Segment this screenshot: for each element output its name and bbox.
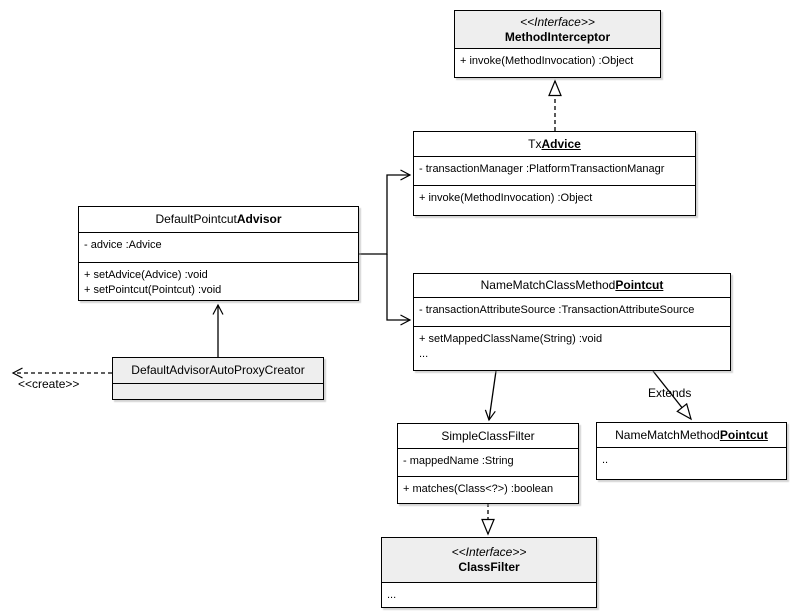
method-row: + setPointcut(Pointcut) :void bbox=[84, 284, 222, 296]
body-text: .. bbox=[602, 454, 609, 466]
class-title: NameMatchClassMethodPointcut bbox=[414, 274, 730, 297]
class-name: SimpleClassFilter bbox=[441, 428, 535, 443]
class-name: ClassFilter bbox=[458, 560, 520, 574]
class-name: NameMatchClassMethodPointcut bbox=[480, 278, 664, 292]
class-attributes: - mappedName :String bbox=[398, 448, 578, 476]
class-attributes: - advice :Advice bbox=[79, 232, 358, 262]
class-name: NameMatchMethodPointcut bbox=[615, 427, 768, 442]
association-pointcut-simpleclassfilter bbox=[484, 370, 497, 422]
create-edge-label: <<create>> bbox=[18, 377, 80, 391]
class-name: TxAdvice bbox=[528, 136, 581, 151]
class-title: <<Interface>> MethodInterceptor bbox=[455, 11, 660, 48]
body-text: ... bbox=[387, 589, 397, 601]
class-title: DefaultAdvisorAutoProxyCreator bbox=[113, 358, 323, 383]
method-row: + setMappedClassName(String) :void bbox=[419, 333, 603, 345]
extends-edge-label: Extends bbox=[648, 386, 692, 400]
association-advisor-txadvice bbox=[359, 169, 412, 255]
class-methods: + matches(Class<?>) :boolean bbox=[398, 476, 578, 503]
class-methods: + invoke(MethodInvocation) :Object bbox=[455, 48, 660, 77]
class-body: ... bbox=[382, 582, 596, 607]
class-class-filter: <<Interface>> ClassFilter ... bbox=[381, 537, 597, 608]
class-name: DefaultAdvisorAutoProxyCreator bbox=[131, 363, 305, 377]
class-title: NameMatchMethodPointcut bbox=[597, 423, 786, 447]
attribute-row: - advice :Advice bbox=[84, 239, 162, 251]
class-default-pointcut-advisor: DefaultPointcutAdvisor - advice :Advice … bbox=[78, 206, 359, 301]
class-simple-class-filter: SimpleClassFilter - mappedName :String +… bbox=[397, 423, 579, 504]
class-title: TxAdvice bbox=[414, 132, 695, 156]
class-attributes: - transactionAttributeSource :Transactio… bbox=[414, 297, 730, 326]
class-attributes: - transactionManager :PlatformTransactio… bbox=[414, 156, 695, 185]
method-row: + matches(Class<?>) :boolean bbox=[403, 483, 554, 495]
class-title: SimpleClassFilter bbox=[398, 424, 578, 448]
attribute-row: - mappedName :String bbox=[403, 455, 514, 467]
class-name-match-method-pointcut: NameMatchMethodPointcut .. bbox=[596, 422, 787, 480]
class-methods: + setAdvice(Advice) :void + setPointcut(… bbox=[79, 262, 358, 300]
stereotype-label: <<Interface>> bbox=[451, 545, 527, 559]
method-row: ... bbox=[419, 348, 429, 360]
class-methods: + invoke(MethodInvocation) :Object bbox=[414, 185, 695, 215]
class-name: DefaultPointcutAdvisor bbox=[155, 212, 282, 226]
class-default-advisor-auto-proxy-creator: DefaultAdvisorAutoProxyCreator bbox=[112, 357, 324, 400]
class-methods: + setMappedClassName(String) :void ... bbox=[414, 326, 730, 370]
class-title: DefaultPointcutAdvisor bbox=[79, 207, 358, 232]
class-body: .. bbox=[597, 447, 786, 479]
class-title: <<Interface>> ClassFilter bbox=[382, 538, 596, 582]
class-name-match-class-method-pointcut: NameMatchClassMethodPointcut - transacti… bbox=[413, 273, 731, 371]
class-body-empty bbox=[113, 383, 323, 399]
class-name: MethodInterceptor bbox=[504, 29, 611, 44]
attribute-row: - transactionManager :PlatformTransactio… bbox=[419, 163, 665, 175]
class-tx-advice: TxAdvice - transactionManager :PlatformT… bbox=[413, 131, 696, 216]
method-row: + invoke(MethodInvocation) :Object bbox=[419, 192, 593, 204]
method-row: + setAdvice(Advice) :void bbox=[84, 269, 208, 281]
method-row: + invoke(MethodInvocation) :Object bbox=[460, 55, 634, 67]
stereotype-label: <<Interface>> bbox=[520, 14, 595, 29]
attribute-row: - transactionAttributeSource :Transactio… bbox=[419, 304, 695, 316]
association-advisor-pointcut bbox=[386, 254, 412, 326]
class-method-interceptor: <<Interface>> MethodInterceptor + invoke… bbox=[454, 10, 661, 78]
